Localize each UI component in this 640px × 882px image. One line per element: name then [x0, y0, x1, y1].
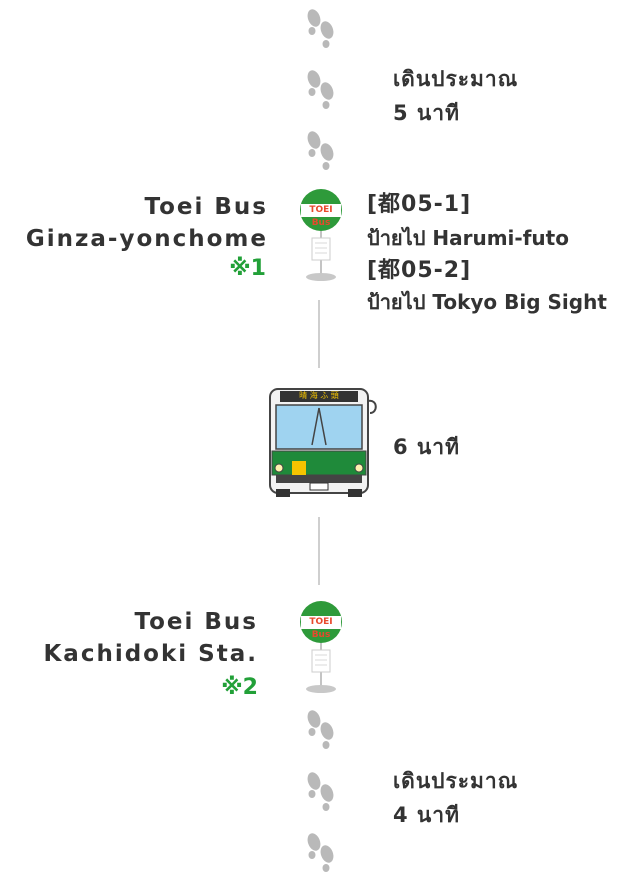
footprint-icon: [307, 710, 334, 749]
walk-label: เดินประมาณ: [393, 67, 519, 91]
stop-name-line1: Toei Bus: [144, 194, 268, 220]
bus-ride-duration: 6 นาที: [393, 435, 460, 459]
stop-name-ginza: Toei Bus Ginza-yonchome: [26, 191, 268, 255]
bus-stop-sign-text: TOEI Bus: [309, 617, 333, 640]
walk-duration-text-2: เดินประมาณ 4 นาที: [393, 764, 518, 832]
stop-name-kachidoki: Toei Bus Kachidoki Sta.: [43, 606, 258, 670]
bus-icon: [269, 388, 377, 497]
bus-stop-sign-icon: [300, 601, 342, 693]
route-line: [318, 517, 320, 585]
footprint-icon: [307, 131, 334, 170]
bus-stop-sign-text: TOEI Bus: [309, 205, 333, 228]
route-line: [318, 300, 320, 368]
walk-duration: 4 นาที: [393, 803, 460, 827]
walk-label: เดินประมาณ: [393, 769, 519, 793]
stop-name-line2: Kachidoki Sta.: [43, 641, 258, 667]
route-destination-1: ป้ายไป Harumi-futo: [367, 226, 569, 250]
bus-stop-sign-icon: [300, 189, 342, 281]
walk-duration-text-1: เดินประมาณ 5 นาที: [393, 62, 518, 130]
walk-duration: 5 นาที: [393, 101, 460, 125]
route-code-2: [都05-2]: [367, 258, 472, 283]
route-code-1: [都05-1]: [367, 192, 472, 217]
stop-name-line2: Ginza-yonchome: [25, 226, 268, 252]
footprint-icon: [307, 833, 334, 872]
note-marker-2: ※2: [221, 675, 258, 700]
footprint-icon: [307, 70, 334, 109]
footprint-icon: [307, 772, 334, 811]
note-marker-1: ※1: [229, 256, 266, 281]
footprint-icon: [307, 9, 334, 48]
bus-destination-display: 晴 海 ふ 頭: [299, 391, 339, 400]
stop-name-line1: Toei Bus: [134, 609, 258, 635]
route-destination-2: ป้ายไป Tokyo Big Sight: [367, 290, 607, 314]
